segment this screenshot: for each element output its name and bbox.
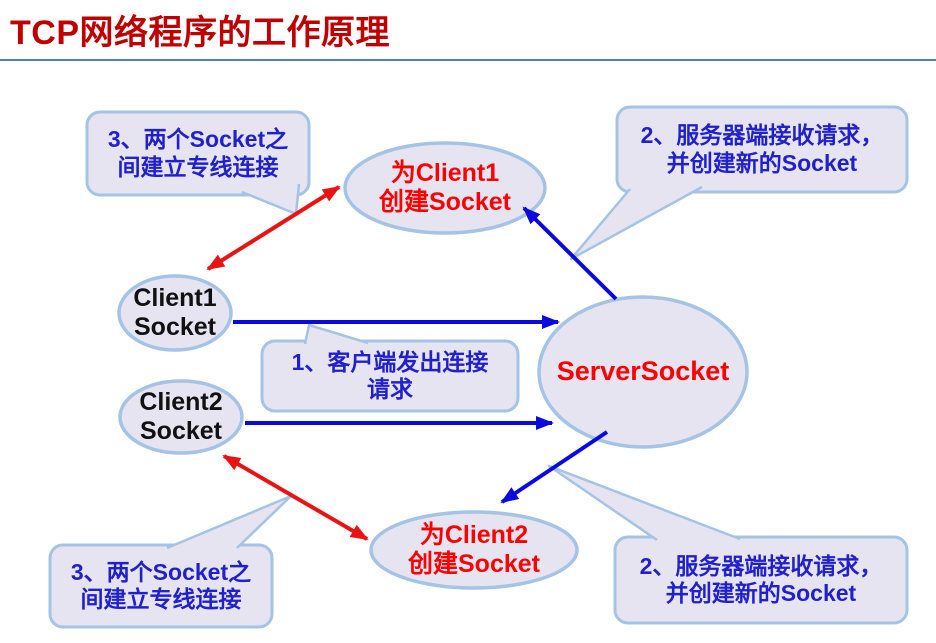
server-socket-ellipse bbox=[537, 295, 749, 449]
arrow-server-to-client2-created bbox=[500, 430, 609, 504]
arrow-server-to-client1-created bbox=[522, 206, 618, 301]
arrow-dedicated-line-client2 bbox=[222, 454, 369, 541]
client2-created-ellipse bbox=[369, 510, 579, 590]
callout-center-tail bbox=[303, 323, 369, 345]
page-title: TCP网络程序的工作原理 bbox=[10, 14, 390, 52]
callout-top-left-box bbox=[85, 110, 311, 197]
client1-created-ellipse bbox=[343, 141, 547, 235]
client2-socket-ellipse bbox=[118, 379, 244, 455]
callout-top-right-box bbox=[615, 105, 909, 194]
callout-bottom-left-tail bbox=[166, 494, 293, 550]
callout-bottom-left-box bbox=[48, 543, 274, 629]
callout-bottom-right-tail bbox=[547, 464, 741, 542]
callout-bottom-right-box bbox=[613, 535, 909, 625]
title-divider bbox=[0, 59, 936, 61]
client1-socket-ellipse bbox=[117, 274, 233, 352]
arrow-dedicated-line-client1 bbox=[206, 185, 341, 271]
callout-center-box bbox=[260, 339, 520, 413]
callout-top-right-tail bbox=[569, 185, 703, 261]
